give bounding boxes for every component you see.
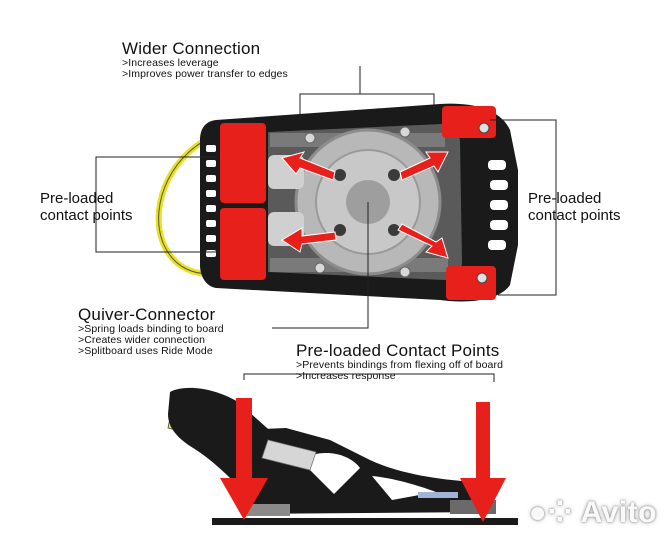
left-contact-pad-bottom xyxy=(220,208,266,280)
right-slots xyxy=(488,160,508,250)
right-contact-label: Pre-loaded contact points xyxy=(528,190,621,225)
left-contact-line-2: contact points xyxy=(40,207,133,225)
quiver-connector-bullet-3: >Splitboard uses Ride Mode xyxy=(78,344,213,357)
wider-connection-title: Wider Connection xyxy=(122,39,261,58)
left-contact-line-1: Pre-loaded xyxy=(40,190,114,207)
right-contact-pad-bottom xyxy=(446,266,496,300)
quiver-connector-bullet-1: >Spring loads binding to board xyxy=(78,322,224,335)
left-slots xyxy=(206,145,216,257)
quiver-connector-bullet-2: >Creates wider connection xyxy=(78,333,206,346)
wider-connection-bullet-1: >Increases leverage xyxy=(122,56,219,69)
preloaded-points-bullet-2: >Increases response xyxy=(296,369,396,382)
preloaded-points-title: Pre-loaded Contact Points xyxy=(296,341,500,360)
binding-top-view xyxy=(155,103,518,302)
binding-side-view xyxy=(167,387,518,525)
avito-watermark: ●⁘ Avito xyxy=(529,495,657,530)
red-leverage-arrows xyxy=(281,151,449,259)
right-contact-line-2: contact points xyxy=(528,207,621,225)
right-contact-pad-top xyxy=(442,106,496,138)
preloaded-points-label: Pre-loaded Contact Points >Prevents bind… xyxy=(296,342,503,382)
preloaded-points-bullet-1: >Prevents bindings from flexing off of b… xyxy=(296,358,504,371)
quiver-connector-label: Quiver-Connector >Spring loads binding t… xyxy=(78,306,224,357)
left-contact-pad-top xyxy=(220,123,266,203)
side-red-arrows xyxy=(220,398,506,522)
wider-connection-label: Wider Connection >Increases leverage >Im… xyxy=(122,40,288,80)
right-contact-line-1: Pre-loaded xyxy=(528,190,602,207)
quiver-connector-title: Quiver-Connector xyxy=(78,305,216,324)
leader-lines xyxy=(95,66,557,382)
left-contact-label: Pre-loaded contact points xyxy=(40,190,133,225)
wider-connection-bullet-2: >Improves power transfer to edges xyxy=(122,67,288,80)
avito-logo-icon: ●⁘ xyxy=(528,496,581,529)
watermark-text: Avito xyxy=(580,496,657,529)
board xyxy=(212,518,518,525)
